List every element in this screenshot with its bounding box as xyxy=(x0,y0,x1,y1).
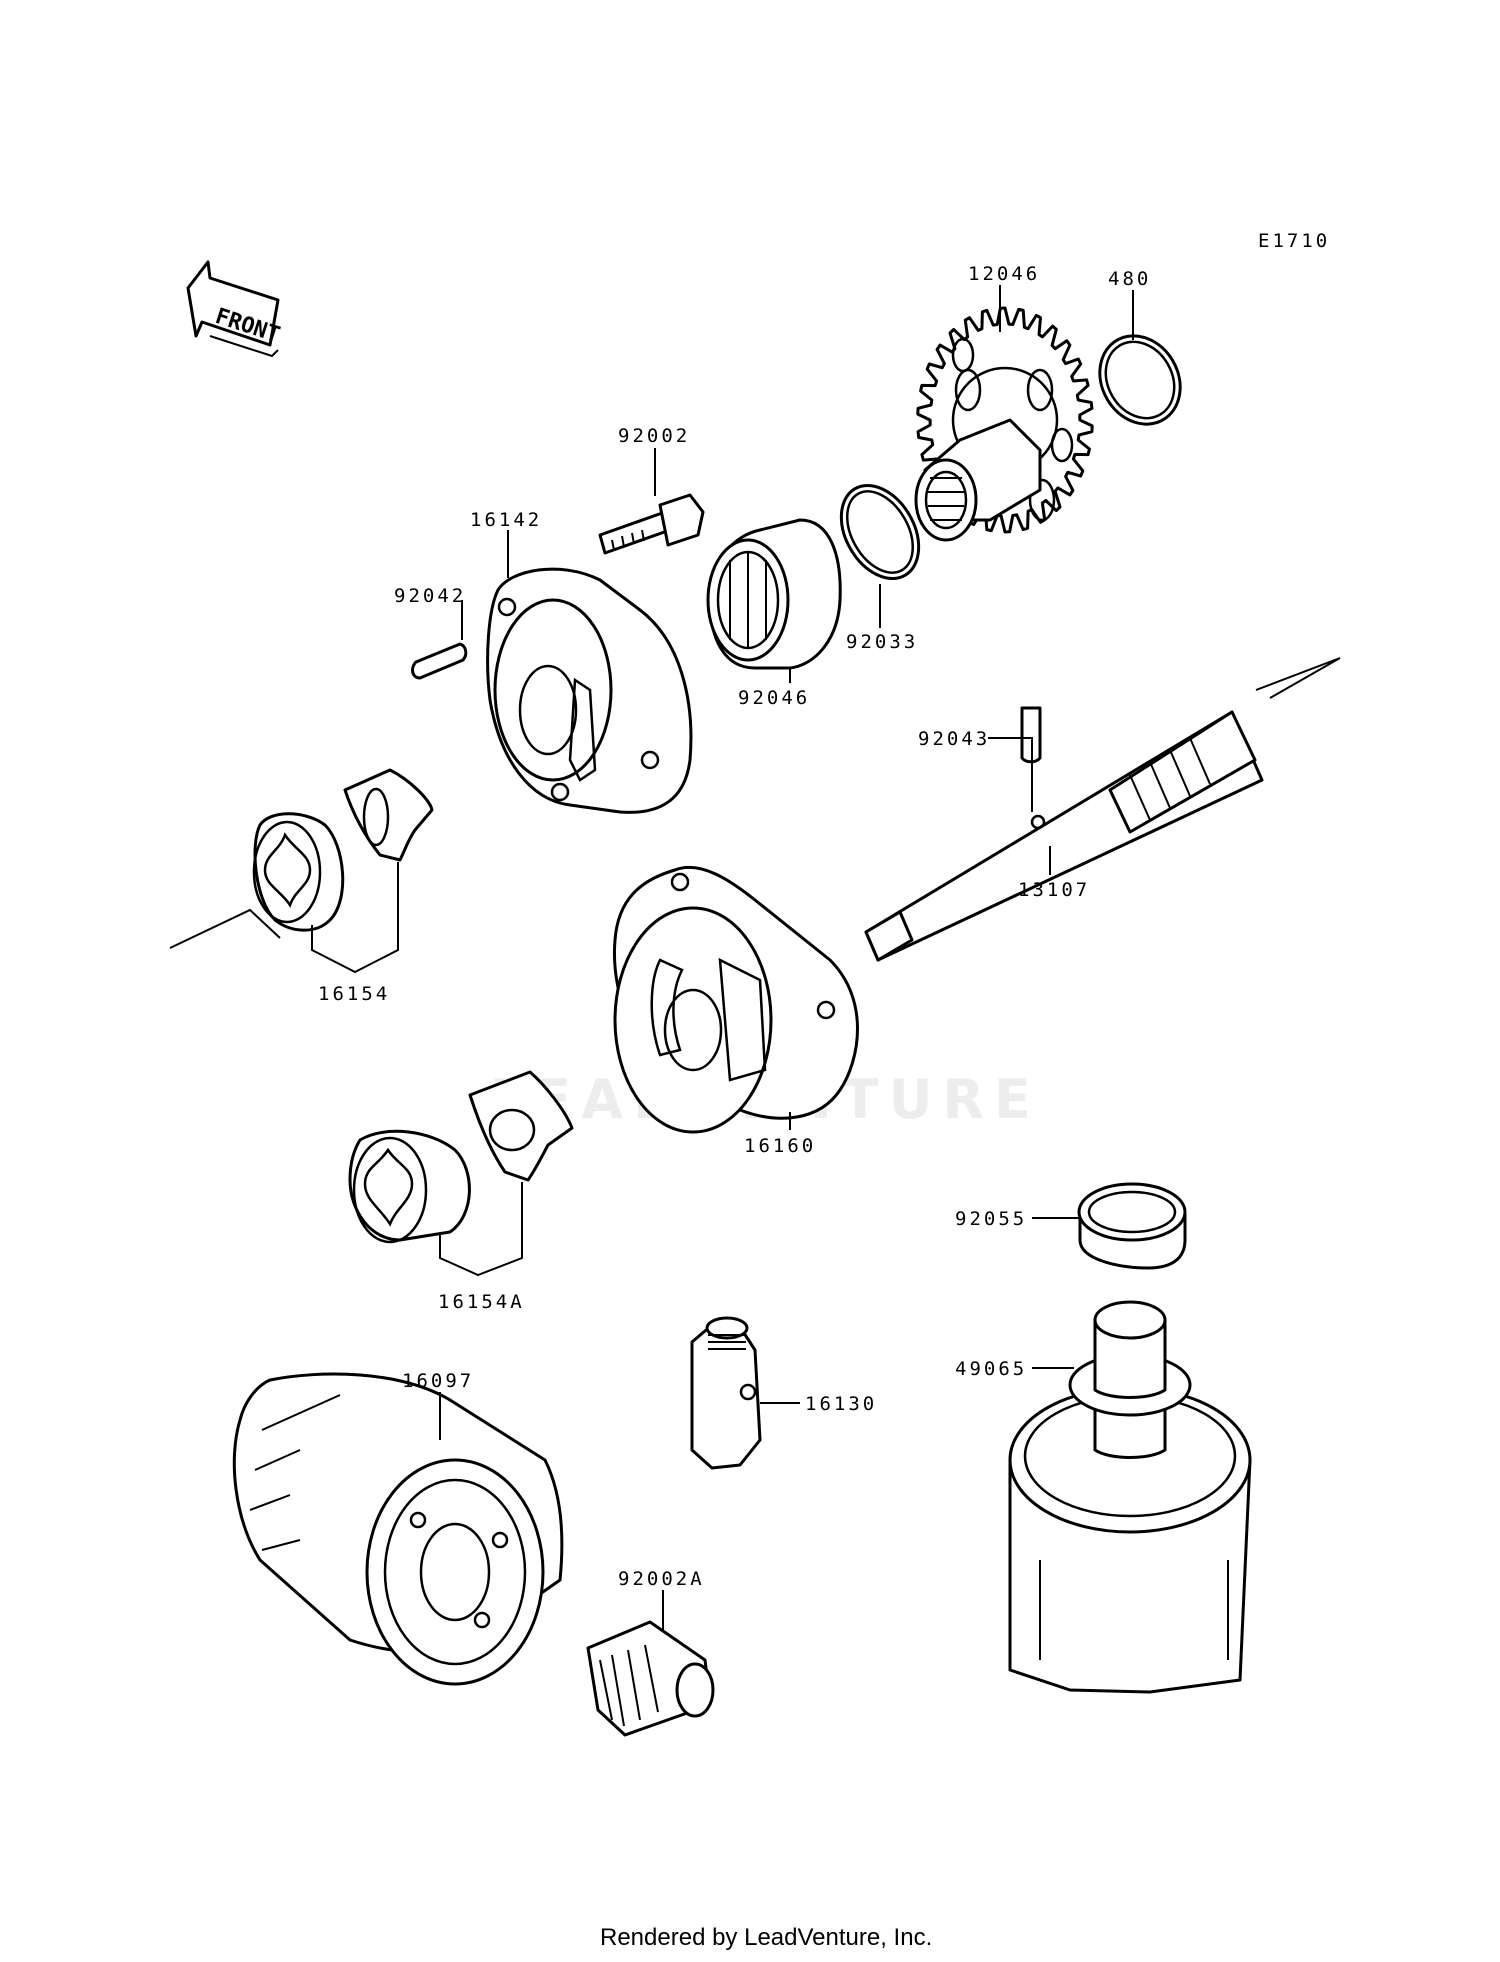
part-label-16097: 16097 xyxy=(402,1370,474,1392)
bearing-92046-icon xyxy=(706,518,842,670)
part-label-92046: 92046 xyxy=(738,687,810,709)
part-label-16160: 16160 xyxy=(744,1135,816,1157)
part-label-92002a: 92002A xyxy=(618,1568,705,1590)
gear-12046-icon xyxy=(914,306,1094,542)
part-label-16130: 16130 xyxy=(805,1393,877,1415)
rotor-16154-icon xyxy=(252,768,434,932)
part-label-13107: 13107 xyxy=(1018,879,1090,901)
pump-cover-16142-icon xyxy=(486,567,693,814)
axis-line-right xyxy=(1255,657,1341,699)
oil-seal-92055-icon xyxy=(1077,1182,1187,1270)
front-arrow-icon: FRONT xyxy=(186,260,283,358)
diagram-code: E1710 xyxy=(1258,230,1330,252)
leader-16154a xyxy=(439,1182,523,1277)
part-label-12046: 12046 xyxy=(968,263,1040,285)
leader-16154 xyxy=(311,862,399,974)
circlip-480-icon xyxy=(1098,334,1182,426)
part-label-49065: 49065 xyxy=(955,1358,1027,1380)
part-label-16154: 16154 xyxy=(318,983,390,1005)
part-label-480: 480 xyxy=(1108,268,1151,290)
pin-92042-icon xyxy=(411,642,468,680)
footer-credit: Rendered by LeadVenture, Inc. xyxy=(600,1924,932,1951)
bolt-92002a-icon xyxy=(586,1620,715,1737)
pump-body-16160-icon xyxy=(612,865,859,1134)
fitting-16130-icon xyxy=(690,1316,762,1470)
circlip-92033-icon xyxy=(839,483,921,581)
bolt-92002-icon xyxy=(598,493,705,555)
shaft-13107-icon xyxy=(864,710,1264,962)
rotor-16154a-icon xyxy=(348,1070,574,1244)
part-label-92043: 92043 xyxy=(918,728,990,750)
part-label-92042: 92042 xyxy=(394,585,466,607)
part-label-16142: 16142 xyxy=(470,509,542,531)
part-label-92055: 92055 xyxy=(955,1208,1027,1230)
part-label-16154a: 16154A xyxy=(438,1291,525,1313)
leader-92043 xyxy=(988,737,1033,812)
axis-line-left xyxy=(169,908,281,949)
part-label-92002: 92002 xyxy=(618,425,690,447)
tool-49065-icon xyxy=(1008,1300,1252,1694)
part-label-92033: 92033 xyxy=(846,631,918,653)
oil-filter-16097-icon xyxy=(232,1372,564,1686)
